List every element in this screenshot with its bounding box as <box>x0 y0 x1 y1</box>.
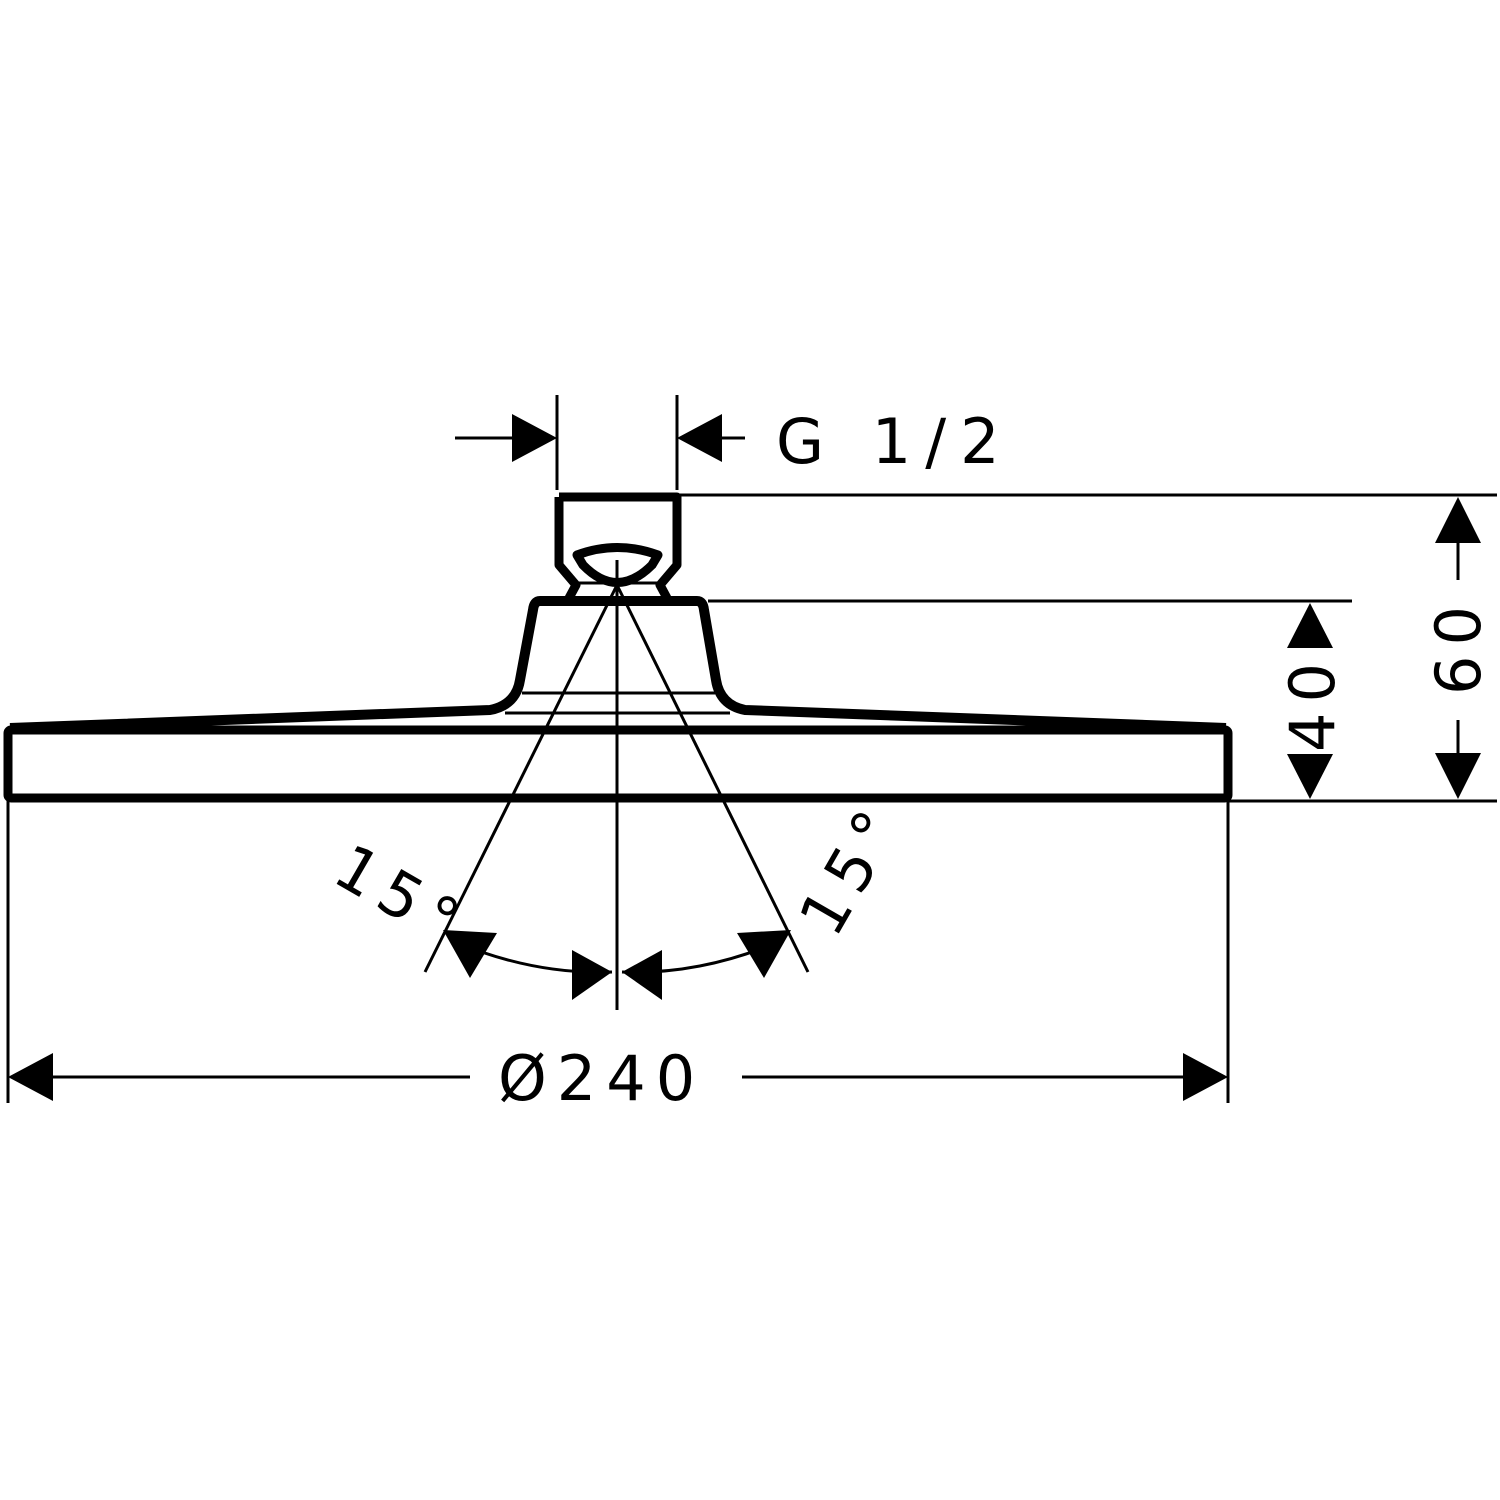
height-body-label: 40 <box>1276 653 1349 752</box>
body-neck <box>9 596 1227 733</box>
angle-arrowheads <box>443 930 791 1000</box>
angle-right-label: 15° <box>785 790 918 948</box>
diameter-label: Ø240 <box>498 1042 705 1115</box>
spray-angle-lines <box>423 560 810 1010</box>
connector-nut <box>554 492 682 601</box>
extension-lines <box>6 395 1497 1103</box>
height-total-dimension: 60 <box>1422 497 1495 799</box>
ball-joint <box>572 543 663 587</box>
thread-label: G 1/2 <box>776 405 1014 478</box>
thread-dimension: G 1/2 <box>455 405 1014 478</box>
height-total-label: 60 <box>1422 596 1495 695</box>
height-body-dimension: 40 <box>1276 603 1349 799</box>
diameter-dimension: Ø240 <box>8 1042 1228 1115</box>
